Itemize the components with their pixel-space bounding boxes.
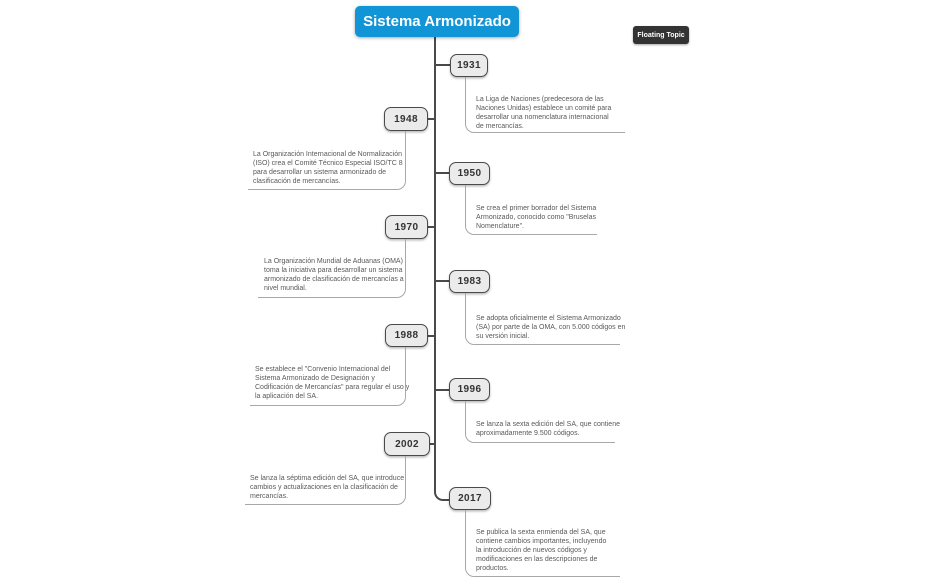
note-1988[interactable]: Se establece el "Convenio Internacional … [255,366,410,400]
branch-line-2002 [430,443,435,445]
branch-line-1983 [435,280,449,282]
note-connector-1948 [248,131,406,190]
note-1948[interactable]: La Organización Internacional de Normali… [253,151,403,185]
year-label-2002: 2002 [395,438,419,450]
branch-line-1931 [435,64,450,66]
year-label-1996: 1996 [457,384,482,395]
timeline-node-2017[interactable]: 2017 [449,487,491,510]
note-connector-2002 [245,456,406,505]
year-label-1983: 1983 [457,276,482,287]
year-label-1948: 1948 [394,113,418,125]
note-2002[interactable]: Se lanza la séptima edición del SA, que … [250,475,405,500]
note-1970[interactable]: La Organización Mundial de Aduanas (OMA)… [264,258,404,292]
year-label-1970: 1970 [394,221,419,233]
note-connector-1950 [465,185,597,235]
note-connector-1988 [250,347,406,406]
branch-line-1970 [428,226,435,228]
note-connector-1931 [465,77,625,133]
branch-line-1988 [428,335,435,337]
central-topic[interactable]: Sistema Armonizado [355,6,519,37]
note-connector-1983 [465,293,620,345]
timeline-node-1983[interactable]: 1983 [449,270,490,293]
note-1983[interactable]: Se adopta oficialmente el Sistema Armoni… [476,315,626,340]
note-1950[interactable]: Se crea el primer borrador del Sistema A… [476,205,597,230]
floating-topic[interactable]: Floating Topic [633,26,689,44]
branch-line-1948 [428,118,435,120]
timeline-node-2002[interactable]: 2002 [384,432,430,456]
timeline-node-1950[interactable]: 1950 [449,162,490,185]
note-connector-2017 [465,510,620,577]
note-1931[interactable]: La Liga de Naciones (predecesora de las … [476,96,612,130]
branch-line-1950 [435,172,449,174]
timeline-node-1996[interactable]: 1996 [449,378,490,401]
note-2017[interactable]: Se publica la sexta enmienda del SA, que… [476,529,607,572]
year-label-2017: 2017 [458,493,482,504]
year-label-1988: 1988 [394,330,419,341]
timeline-node-1948[interactable]: 1948 [384,107,428,131]
floating-topic-label: Floating Topic [637,31,685,39]
branch-line-1996 [435,389,449,391]
year-label-1950: 1950 [457,168,482,179]
timeline-node-1988[interactable]: 1988 [385,324,428,347]
timeline-node-1931[interactable]: 1931 [450,54,488,77]
timeline-spine-curve [434,489,451,501]
note-1996[interactable]: Se lanza la sexta edición del SA, que co… [476,421,620,437]
timeline-spine-line [434,37,436,489]
note-connector-1996 [465,401,615,443]
timeline-node-1970[interactable]: 1970 [385,215,428,239]
note-connector-1970 [258,239,406,298]
year-label-1931: 1931 [457,60,481,71]
central-topic-label: Sistema Armonizado [363,13,511,30]
